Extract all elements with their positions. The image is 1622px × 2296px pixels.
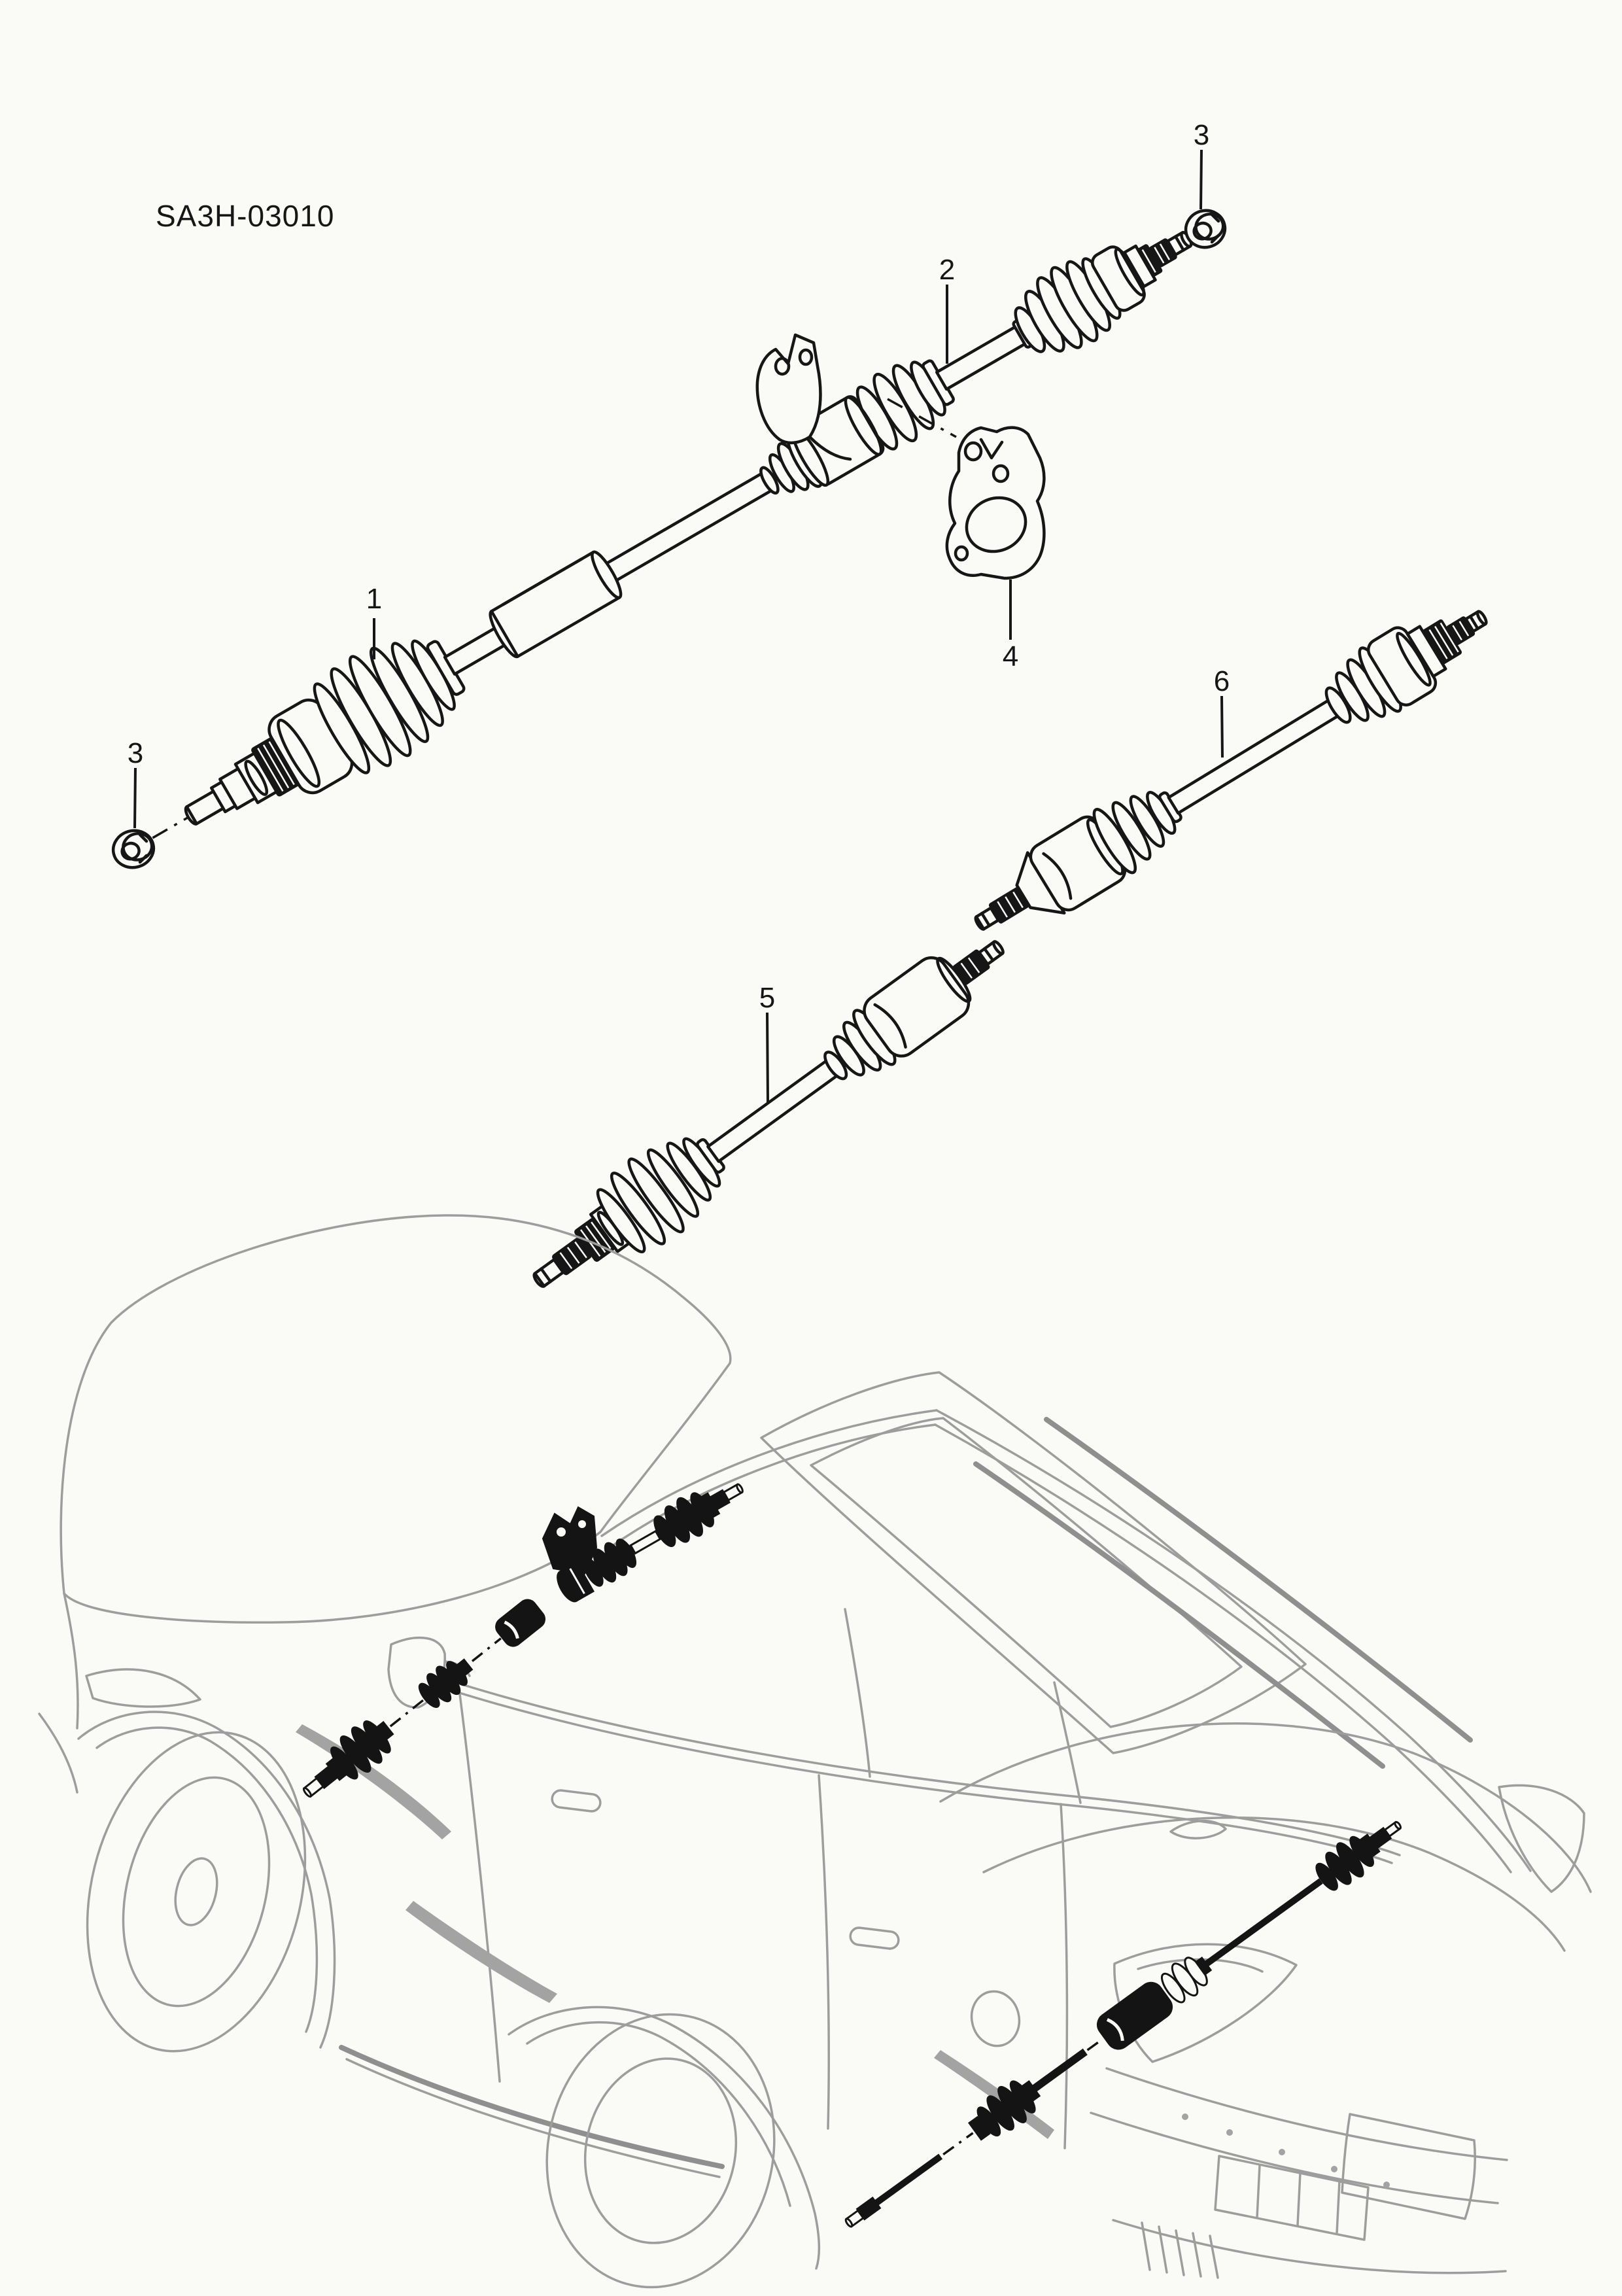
sunroof: [810, 1417, 1243, 1728]
callout-2[interactable]: 2: [939, 254, 955, 286]
callout-3-upper[interactable]: 3: [1194, 119, 1209, 151]
callout-3-lower[interactable]: 3: [128, 737, 143, 769]
rear-diffuser-hatching: [1141, 2221, 1219, 2279]
axle-nut-left: [111, 829, 156, 869]
taillight-right: [1498, 1784, 1585, 1893]
front-driveshaft-left: [152, 395, 885, 839]
mounting-bracket: [887, 398, 1046, 580]
front-wheel: [86, 1731, 307, 2053]
headlight: [85, 1668, 201, 1708]
callout-6[interactable]: 6: [1214, 665, 1230, 697]
front-door-handle: [551, 1789, 602, 1813]
fuel-door: [970, 1990, 1021, 2047]
vehicle-rear-driveshaft-overlay: [844, 1820, 1402, 2228]
rear-door-handle: [849, 1926, 900, 1950]
vehicle-front-driveshaft-overlay: [302, 1483, 744, 1798]
diagram-code: SA3H-03010: [156, 199, 334, 233]
callout-5-leader: [766, 1012, 769, 1104]
side-molding: [406, 1901, 557, 2003]
roof-antenna: [1169, 1820, 1227, 1839]
rear-driveshaft-left: [532, 940, 1005, 1288]
callout-4[interactable]: 4: [1003, 640, 1018, 672]
callouts: 1 2 3 3 4 5 6: [128, 119, 1230, 1104]
support-bracket-attached: [755, 333, 852, 461]
front-driveshaft-right: [829, 224, 1212, 457]
license-plate-recess: [1341, 2113, 1476, 2220]
callout-1[interactable]: 1: [366, 583, 382, 615]
rear-wheel: [545, 2013, 776, 2289]
rear-driveshaft-right: [974, 610, 1488, 931]
callout-5[interactable]: 5: [759, 982, 775, 1014]
axle-nut-right: [1184, 209, 1227, 249]
roof-rail: [973, 1461, 1385, 1769]
roof-rail: [1044, 1417, 1473, 1743]
vehicle-outline: [38, 1214, 1592, 2289]
